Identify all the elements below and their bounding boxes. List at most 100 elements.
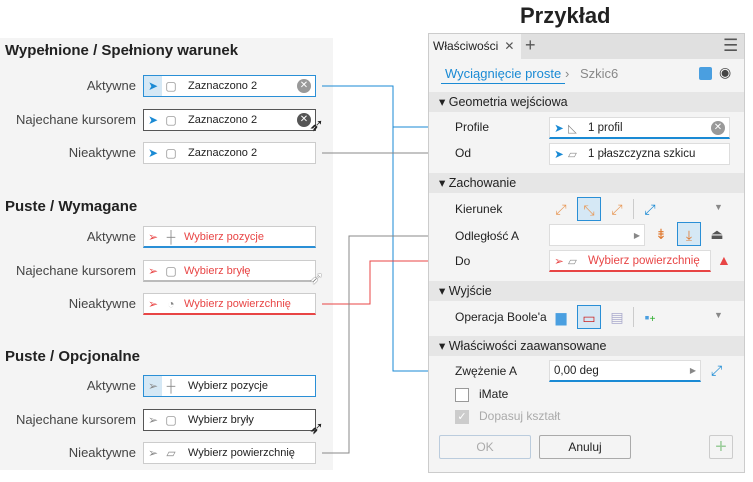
extent-to-icon[interactable]: ⤓ xyxy=(677,222,701,246)
plane-icon: ▱ xyxy=(568,149,577,161)
new-solid-icon[interactable]: ▪+ xyxy=(644,309,656,325)
eye-icon[interactable]: ◉ xyxy=(719,64,732,80)
close-icon[interactable]: ✕ xyxy=(504,39,515,53)
caret-icon: ▾ xyxy=(439,339,449,353)
section-heading-required: Puste / Wymagane xyxy=(5,198,138,215)
row-label: Najechane kursorem xyxy=(16,412,136,427)
row-label: Najechane kursorem xyxy=(16,263,136,278)
example-title: Przykład xyxy=(520,3,611,28)
select-field-hover[interactable]: ➤▢Zaznaczono 2✕ xyxy=(143,109,316,131)
select-field-inactive[interactable]: ➤▢Zaznaczono 2 xyxy=(143,142,316,164)
row-label: Aktywne xyxy=(86,378,136,393)
clear-icon[interactable]: ✕ xyxy=(711,120,725,135)
caret-icon: ▾ xyxy=(439,284,449,298)
arrow-right-icon[interactable]: ▶ xyxy=(633,230,640,240)
extent-distance-icon[interactable]: ⇟ xyxy=(655,226,667,242)
solid-icon: ▢ xyxy=(165,263,177,278)
select-field-active[interactable]: ➢┼Wybierz pozycje xyxy=(143,375,316,397)
section-heading-optional: Puste / Opcjonalne xyxy=(5,348,141,365)
extent-through-icon[interactable]: ⏏ xyxy=(710,226,724,242)
add-button[interactable]: + xyxy=(709,435,733,459)
cancel-button[interactable]: Anuluj xyxy=(539,435,631,459)
field-text: Wybierz pozycje xyxy=(184,230,264,243)
extent-buttons: ⇟ ⤓ ⏏ xyxy=(649,222,729,246)
direction-flipped-icon[interactable]: ⤡ xyxy=(577,197,601,221)
breadcrumb-chevron-icon: › xyxy=(565,66,570,81)
direction-symmetric-icon[interactable]: ⤢ xyxy=(611,201,623,217)
imate-label: iMate xyxy=(479,387,509,401)
select-arrow-icon: ➤ xyxy=(147,146,159,160)
field-text: Zaznaczono 2 xyxy=(188,80,258,92)
select-arrow-icon: ➢ xyxy=(144,376,162,396)
cut-icon[interactable]: ▭ xyxy=(577,305,601,329)
field-text: Wybierz powierzchnię xyxy=(188,447,295,459)
breadcrumb-current[interactable]: Wyciągnięcie proste xyxy=(441,66,566,84)
select-arrow-icon: ➤ xyxy=(554,122,564,135)
select-arrow-icon: ➤ xyxy=(144,76,162,96)
select-field-inactive[interactable]: ➢◔Wybierz powierzchnię xyxy=(143,293,316,315)
arrow-right-icon[interactable]: ▶ xyxy=(689,366,696,375)
section-output[interactable]: ▾ Wyjście xyxy=(429,281,744,301)
add-tab-icon[interactable]: + xyxy=(525,35,536,55)
boolean-label: Operacja Boole'a xyxy=(455,310,547,324)
distance-input[interactable]: ▶ xyxy=(549,224,645,246)
caret-icon: ▾ xyxy=(439,95,449,109)
dropdown-caret-icon[interactable]: ▼ xyxy=(714,202,723,212)
select-arrow-icon: ➢ xyxy=(554,255,564,268)
mouse-cursor-icon: ➶ xyxy=(309,418,325,438)
taper-input[interactable]: 0,00 deg ▶ xyxy=(549,360,701,382)
direction-asymmetric-icon[interactable]: ⤢ xyxy=(644,201,656,217)
plane-icon: ▱ xyxy=(568,255,577,268)
direction-default-icon[interactable]: ⤢ xyxy=(555,201,567,217)
profile-field[interactable]: ➤◺1 profil✕ xyxy=(549,117,730,139)
select-field-active[interactable]: ➤▢ Zaznaczono 2 ✕ xyxy=(143,75,316,97)
section-geometry[interactable]: ▾ Geometria wejściowa xyxy=(429,92,744,112)
connector-red xyxy=(322,260,445,305)
dropdown-caret-icon[interactable]: ▼ xyxy=(714,310,723,320)
select-field-inactive[interactable]: ➢▱Wybierz powierzchnię xyxy=(143,442,316,464)
ok-button[interactable]: OK xyxy=(439,435,531,459)
section-heading-filled: Wypełnione / Spełniony warunek xyxy=(5,42,239,59)
connector-gray xyxy=(322,235,445,454)
solid-icon: ▢ xyxy=(165,413,177,427)
to-field[interactable]: ➢ ▱ Wybierz powierzchnię xyxy=(549,250,711,272)
select-field-hover[interactable]: ➢▢Wybierz bryły xyxy=(143,409,316,431)
section-behavior[interactable]: ▾ Zachowanie xyxy=(429,173,744,193)
intersect-icon[interactable]: ▤ xyxy=(610,309,624,325)
select-arrow-icon: ➢ xyxy=(147,263,159,278)
properties-panel: Właściwości✕ + ☰ Wyciągnięcie proste › S… xyxy=(428,33,745,473)
breadcrumb-next[interactable]: Szkic6 xyxy=(580,66,619,81)
join-icon[interactable]: ▆ xyxy=(555,309,567,325)
part-cube-icon[interactable] xyxy=(699,67,712,80)
flip-taper-icon[interactable]: ⤢ xyxy=(711,362,723,378)
field-text: Zaznaczono 2 xyxy=(188,147,258,159)
plane-icon: ▱ xyxy=(166,446,176,460)
taper-value: 0,00 deg xyxy=(554,364,599,377)
mouse-cursor-icon: ➶ xyxy=(309,268,325,288)
field-text: Zaznaczono 2 xyxy=(188,114,258,126)
to-label: Do xyxy=(455,254,471,268)
match-shape-checkbox[interactable]: ✓ xyxy=(455,410,469,424)
solid-icon: ▢ xyxy=(165,113,177,127)
connector-blue xyxy=(322,85,445,372)
menu-icon[interactable]: ☰ xyxy=(723,36,739,55)
solid-icon: ▢ xyxy=(165,79,177,93)
clear-icon[interactable]: ✕ xyxy=(297,113,311,127)
section-advanced[interactable]: ▾ Właściwości zaawansowane xyxy=(429,336,744,356)
select-field-hover[interactable]: ➢ ▢ Wybierz bryłę xyxy=(143,260,316,282)
profile-label: Profile xyxy=(455,120,490,134)
direction-label: Kierunek xyxy=(455,202,503,216)
select-field-active[interactable]: ➢┼Wybierz pozycje xyxy=(143,226,316,248)
imate-checkbox[interactable] xyxy=(455,388,469,402)
to-value: Wybierz powierzchnię xyxy=(588,254,700,267)
tab-properties[interactable]: Właściwości✕ xyxy=(429,34,521,59)
row-label: Nieaktywne xyxy=(68,296,136,311)
clear-icon[interactable]: ✕ xyxy=(297,79,311,93)
caret-icon: ▾ xyxy=(439,176,449,190)
row-label: Nieaktywne xyxy=(68,445,136,460)
od-field[interactable]: ➤▱1 płaszczyzna szkicu xyxy=(549,143,730,165)
field-text: Wybierz bryłę xyxy=(184,264,251,277)
field-text: Wybierz pozycje xyxy=(188,380,268,392)
od-label: Od xyxy=(455,146,472,160)
